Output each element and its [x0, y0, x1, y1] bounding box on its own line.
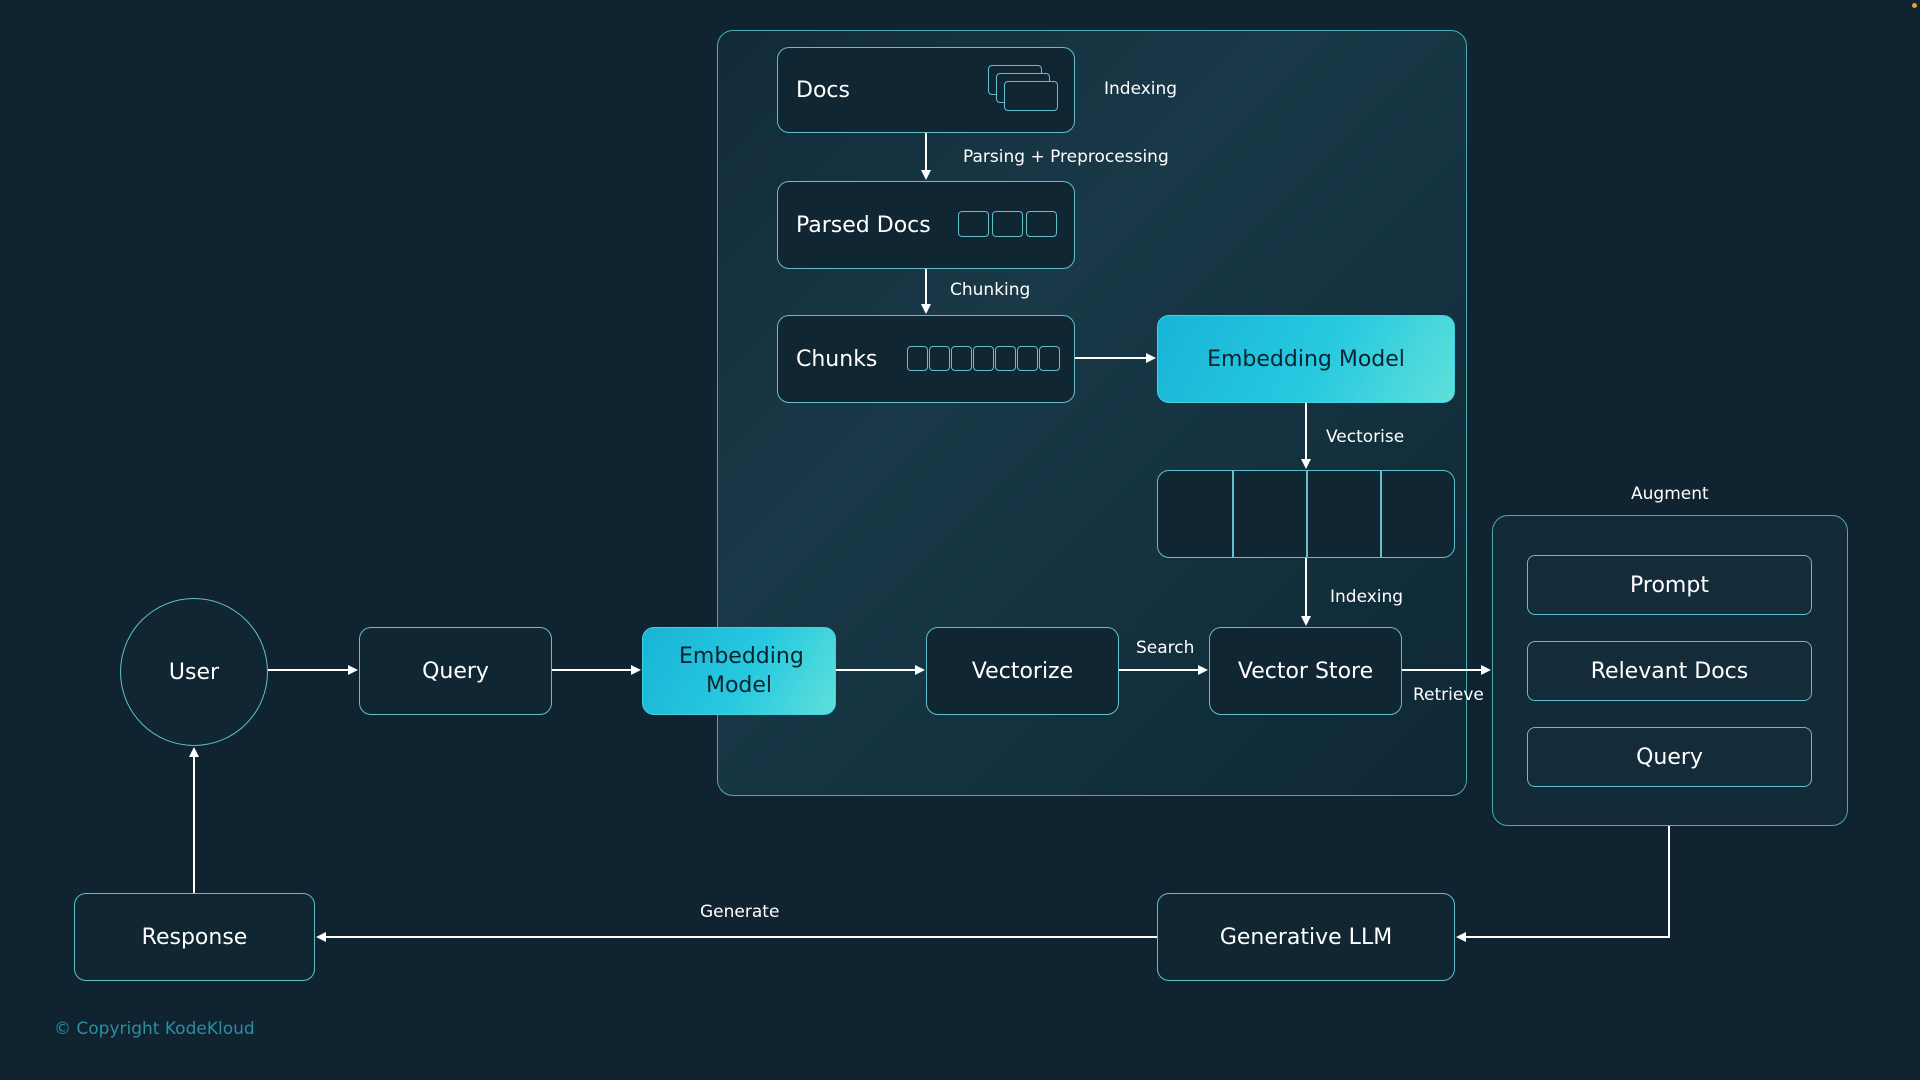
parsing-label: Parsing + Preprocessing — [963, 147, 1169, 167]
indexing-top-label: Indexing — [1104, 79, 1178, 99]
generative-llm-label: Generative LLM — [1219, 924, 1393, 950]
vector-table — [1157, 470, 1455, 558]
vector-store-label: Vector Store — [1237, 658, 1374, 684]
relevant-docs-label: Relevant Docs — [1590, 658, 1749, 684]
parsed-blocks-icon — [958, 211, 1058, 239]
documents-stack-icon — [988, 65, 1058, 115]
user-node: User — [120, 598, 268, 746]
parsed-docs-label: Parsed Docs — [796, 212, 931, 238]
copyright-text: © Copyright KodeKloud — [54, 1019, 255, 1039]
embedding-model-indexing-label: Embedding Model — [1207, 346, 1405, 372]
generate-label: Generate — [700, 902, 780, 922]
docs-label: Docs — [796, 77, 850, 103]
vector-store-node: Vector Store — [1209, 627, 1402, 715]
relevant-docs-node: Relevant Docs — [1527, 641, 1812, 701]
embedding-model-query-label: Embedding Model — [679, 644, 804, 698]
query-label: Query — [422, 658, 489, 684]
chunks-node: Chunks — [777, 315, 1075, 403]
chunking-label: Chunking — [950, 280, 1031, 300]
response-node: Response — [74, 893, 315, 981]
search-label: Search — [1136, 638, 1195, 658]
augment-query-node: Query — [1527, 727, 1812, 787]
vectorize-node: Vectorize — [926, 627, 1119, 715]
response-label: Response — [141, 924, 248, 950]
augment-to-llm-arrow — [1456, 826, 1670, 942]
generative-llm-node: Generative LLM — [1157, 893, 1455, 981]
corner-dot — [1912, 3, 1917, 8]
chunks-label: Chunks — [796, 346, 878, 372]
parsed-docs-node: Parsed Docs — [777, 181, 1075, 269]
chunk-blocks-icon — [907, 346, 1061, 372]
prompt-label: Prompt — [1630, 572, 1709, 598]
embedding-model-indexing-node: Embedding Model — [1157, 315, 1455, 403]
prompt-node: Prompt — [1527, 555, 1812, 615]
augment-query-label: Query — [1636, 744, 1703, 770]
augment-label: Augment — [1631, 484, 1709, 504]
user-label: User — [168, 659, 220, 685]
vectorize-label: Vectorize — [971, 658, 1074, 684]
retrieve-label: Retrieve — [1413, 685, 1484, 705]
query-node: Query — [359, 627, 552, 715]
indexing-store-label: Indexing — [1330, 587, 1404, 607]
vectorise-label: Vectorise — [1326, 427, 1405, 447]
embedding-model-query-node: Embedding Model — [642, 627, 836, 715]
